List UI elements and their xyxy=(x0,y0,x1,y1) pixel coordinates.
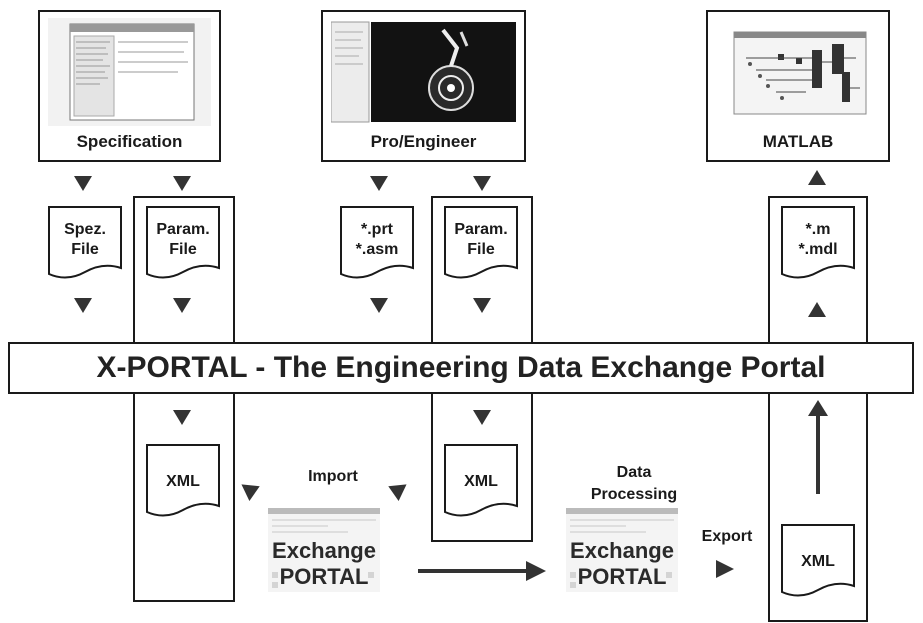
pro-engineer-screenshot-icon xyxy=(331,18,516,126)
pro-engineer-label: Pro/Engineer xyxy=(370,132,477,151)
param-file-1-line2: File xyxy=(169,241,197,258)
spez-file-line2: File xyxy=(71,241,99,258)
asm-line: *.asm xyxy=(355,241,399,258)
data-processing-line1: Data xyxy=(616,464,652,481)
matlab-files-column xyxy=(768,196,868,622)
xml-label-3: XML xyxy=(801,553,835,570)
param-file-column-1 xyxy=(133,196,235,602)
xml-label-2: XML xyxy=(464,473,498,490)
spez-file-document: Spez. File xyxy=(48,206,122,282)
arrow-right-icon xyxy=(716,560,734,578)
arrow-down-icon xyxy=(473,176,491,191)
matlab-m-mdl-document: *.m *.mdl xyxy=(781,206,855,282)
arrow-down-icon xyxy=(370,298,388,313)
export-label: Export xyxy=(701,528,753,545)
arrow-up-left-icon xyxy=(236,477,260,501)
arrow-down-icon xyxy=(74,176,92,191)
mdl-line: *.mdl xyxy=(798,241,838,258)
param-file-2-line1: Param. xyxy=(454,221,508,238)
arrow-down-icon xyxy=(173,410,191,425)
matlab-label: MATLAB xyxy=(762,132,834,151)
arrow-down-icon xyxy=(473,298,491,313)
prt-asm-document: *.prt *.asm xyxy=(340,206,414,282)
exchange-right-line1: Exchange xyxy=(570,538,674,563)
matlab-tool-box: MATLAB xyxy=(706,10,890,162)
xml-document-2: XML xyxy=(444,444,518,520)
param-file-document-1: Param. File xyxy=(146,206,220,282)
m-line: *.m xyxy=(805,221,831,238)
import-label: Import xyxy=(308,468,358,485)
x-portal-banner: X-PORTAL - The Engineering Data Exchange… xyxy=(8,342,914,394)
specification-tool-box: Specification xyxy=(38,10,221,162)
arrow-down-icon xyxy=(173,176,191,191)
long-arrow-up-icon xyxy=(808,400,828,494)
xml-label-1: XML xyxy=(166,473,200,490)
exchange-left-line2: PORTAL xyxy=(279,564,369,589)
param-file-1-line1: Param. xyxy=(156,221,210,238)
exchange-portal-screenshot-icon xyxy=(268,508,380,592)
arrow-down-icon xyxy=(173,298,191,313)
prt-line: *.prt xyxy=(361,221,393,238)
arrow-up-right-icon xyxy=(388,477,412,501)
arrow-down-icon xyxy=(473,410,491,425)
arrow-down-icon xyxy=(74,298,92,313)
arrow-down-icon xyxy=(370,176,388,191)
xml-document-1: XML xyxy=(146,444,220,520)
exchange-left-line1: Exchange xyxy=(272,538,376,563)
xml-document-3: XML xyxy=(781,524,855,600)
arrow-up-icon xyxy=(808,170,826,185)
specification-label: Specification xyxy=(76,132,183,151)
specification-screenshot-icon xyxy=(48,18,211,126)
pro-engineer-tool-box: Pro/Engineer xyxy=(321,10,526,162)
spez-file-line1: Spez. xyxy=(64,221,106,238)
param-file-2-line2: File xyxy=(467,241,495,258)
param-file-document-2: Param. File xyxy=(444,206,518,282)
matlab-screenshot-icon xyxy=(716,18,880,126)
arrow-up-icon xyxy=(808,302,826,317)
exchange-right-line2: PORTAL xyxy=(577,564,667,589)
data-processing-line2: Processing xyxy=(590,486,678,503)
exchange-portal-screenshot-icon xyxy=(566,508,678,592)
long-arrow-right-icon xyxy=(418,561,546,581)
data-processing-label: Data Processing xyxy=(578,462,690,506)
